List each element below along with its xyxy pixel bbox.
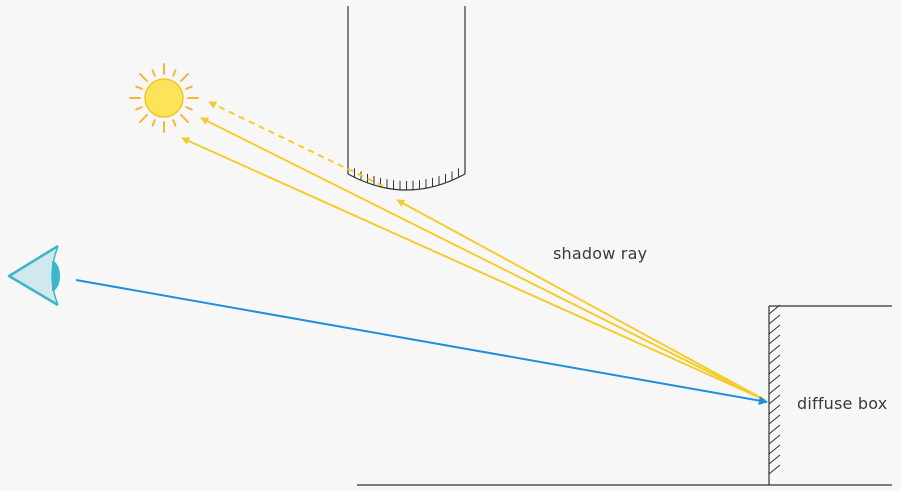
sun-icon — [129, 63, 199, 133]
diffuse-box — [768, 304, 892, 485]
shadow-ray-label: shadow ray — [553, 244, 648, 263]
occluder-hatching — [354, 168, 459, 190]
view-ray — [75, 279, 768, 406]
shadow-rays — [181, 101, 766, 401]
shadow-ray-lower — [181, 137, 766, 401]
eye-icon — [7, 244, 60, 307]
shadow-ray-blocked-continuation — [208, 101, 384, 187]
diffuse-box-hatching — [768, 304, 781, 475]
shadow-ray-blocked — [396, 199, 766, 401]
shadow-ray-upper — [200, 117, 766, 401]
occluder-cylinder — [347, 6, 466, 191]
diffuse-box-label: diffuse box — [797, 394, 888, 413]
